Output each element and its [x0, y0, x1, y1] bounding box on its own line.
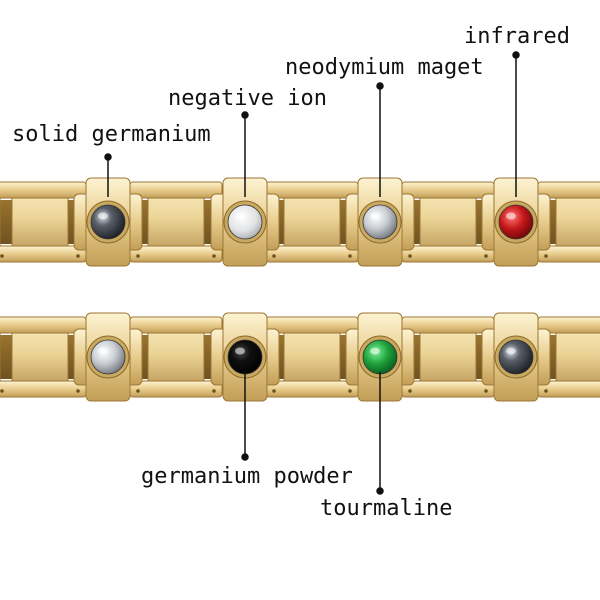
- stone-link-negative-ion: [210, 177, 280, 267]
- stone-link-germanium-powder: [210, 312, 280, 402]
- label-negative-ion: negative ion: [168, 86, 327, 111]
- bar-link: [401, 316, 495, 398]
- bar-link: [265, 316, 359, 398]
- pointer-dot-solid-germanium: [104, 153, 112, 161]
- pointer-dot-tourmaline: [376, 487, 384, 495]
- stone-germanium-powder: [227, 339, 263, 375]
- bracelet-top: [0, 177, 600, 267]
- bar-link: [537, 181, 600, 263]
- bar-link: [129, 181, 223, 263]
- stone-solid-germanium: [90, 204, 126, 240]
- pointer-dot-negative-ion: [241, 111, 249, 119]
- pointer-lines: [104, 51, 520, 495]
- bar-link: [0, 181, 87, 263]
- stone-hematite: [498, 339, 534, 375]
- pointer-dot-neodymium: [376, 82, 384, 90]
- stone-link-infrared: [481, 177, 551, 267]
- label-germanium-powder: germanium powder: [141, 464, 353, 489]
- label-tourmaline: tourmaline: [320, 496, 453, 521]
- bar-link: [401, 181, 495, 263]
- bracelet-bottom: [0, 312, 600, 402]
- stone-infrared: [498, 204, 534, 240]
- label-neodymium: neodymium maget: [285, 55, 484, 80]
- stone-negative-ion: [227, 204, 263, 240]
- bar-link: [129, 316, 223, 398]
- stone-link-hematite: [481, 312, 551, 402]
- stone-silver: [90, 339, 126, 375]
- stone-tourmaline: [362, 339, 398, 375]
- stone-link-solid-germanium: [73, 177, 143, 267]
- label-infrared: infrared: [464, 24, 570, 49]
- label-solid-germanium: solid germanium: [12, 122, 211, 147]
- stone-neodymium: [362, 204, 398, 240]
- stone-link-tourmaline: [345, 312, 415, 402]
- stone-link-neodymium: [345, 177, 415, 267]
- bar-link: [537, 316, 600, 398]
- pointer-dot-infrared: [512, 51, 520, 59]
- pointer-dot-germanium-powder: [241, 453, 249, 461]
- stone-link-silver: [73, 312, 143, 402]
